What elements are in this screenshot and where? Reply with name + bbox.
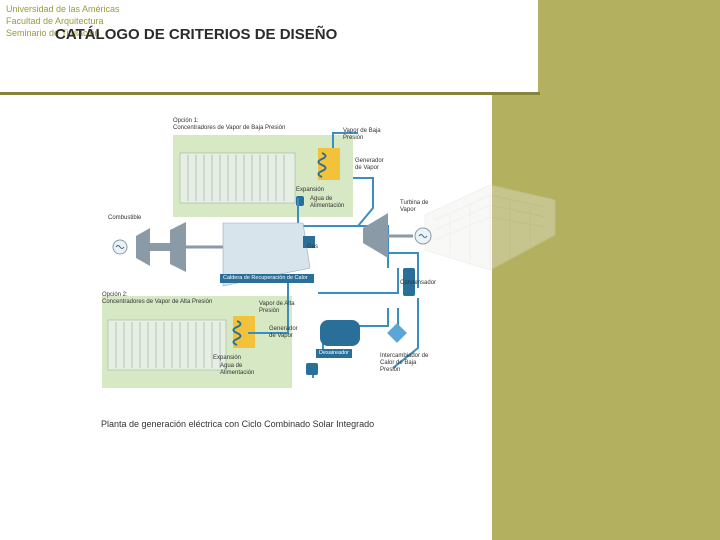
expansion-2-label: Expansión bbox=[213, 355, 242, 361]
diagram-caption: Planta de generación eléctrica con Ciclo… bbox=[101, 419, 375, 429]
deaerator-unit bbox=[320, 320, 360, 346]
steam-turbine-icon bbox=[363, 213, 413, 258]
option2-collectors bbox=[107, 319, 227, 371]
title-rule bbox=[0, 92, 540, 95]
steam-turbine-label: Turbina de Vapor bbox=[400, 200, 429, 213]
steam-generator-1-box bbox=[318, 148, 340, 180]
deaerator-label: Desaireador bbox=[316, 349, 352, 358]
feed-water-1-label: Agua de Alimentación bbox=[310, 196, 345, 209]
condenser-unit bbox=[403, 268, 415, 296]
option1-label: Opción 1: bbox=[173, 118, 199, 124]
gas-label: Gas bbox=[307, 244, 319, 250]
university-name: Universidad de las Américas bbox=[6, 4, 120, 14]
faculty-name: Facultad de Arquitectura bbox=[6, 16, 104, 26]
fuel-label: Combustible bbox=[108, 215, 142, 221]
band-notch bbox=[492, 0, 538, 92]
feed-water-2-label: Agua de Alimentación bbox=[220, 363, 255, 376]
steam-generator-2-box bbox=[233, 316, 255, 348]
steam-generator-1-label: Generador de Vapor bbox=[355, 158, 384, 171]
expansion-1-label: Expansión bbox=[296, 187, 325, 193]
option2-desc: Concentradores de Vapor de Alta Presión bbox=[102, 299, 213, 305]
seminar-name: Seminario de Titulación bbox=[6, 28, 100, 38]
slide-title: CATÁLOGO DE CRITERIOS DE DISEÑO bbox=[55, 26, 338, 43]
header-block: Universidad de las Américas Facultad de … bbox=[6, 3, 120, 39]
combined-cycle-diagram: Opción 1: Concentradores de Vapor de Baj… bbox=[88, 108, 450, 404]
option1-desc: Concentradores de Vapor de Baja Presión bbox=[173, 125, 286, 131]
heat-recovery-boiler-label: Caldera de Recuperación de Calor bbox=[220, 274, 314, 283]
building-photo bbox=[424, 184, 556, 271]
heat-exchanger-label: Intercambiador de Calor de Baja Presión bbox=[380, 353, 429, 373]
low-pressure-steam-label: Vapor de Baja Presión bbox=[343, 128, 381, 141]
condenser-label: Condensador bbox=[400, 280, 437, 286]
option1-collectors bbox=[179, 152, 296, 204]
turbine-icon bbox=[136, 222, 186, 272]
diagram-graphics bbox=[102, 132, 432, 388]
high-pressure-steam-label: Vapor de Alta Presión bbox=[259, 301, 295, 314]
option2-label: Opción 2: bbox=[102, 292, 128, 298]
steam-generator-2-label: Generador de Vapor bbox=[269, 326, 298, 339]
